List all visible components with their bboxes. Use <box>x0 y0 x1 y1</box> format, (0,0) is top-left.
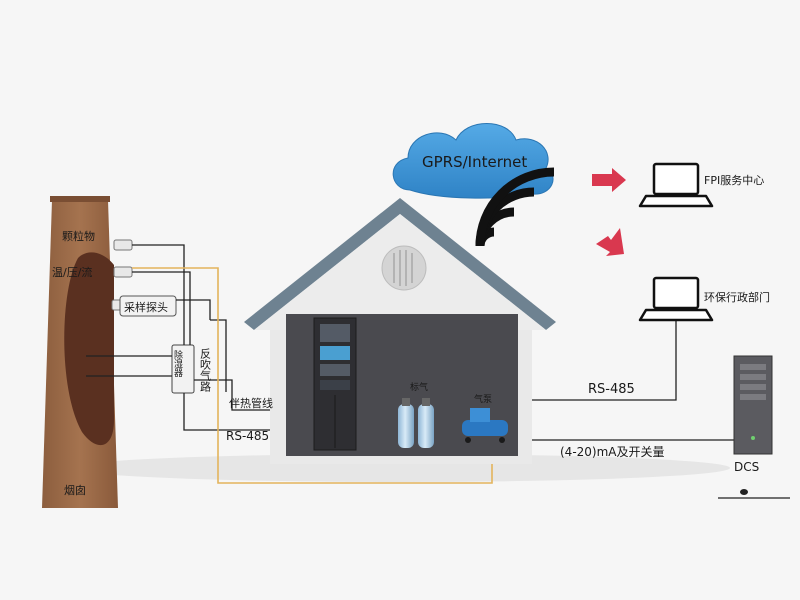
ground-shadow <box>70 454 730 482</box>
label-rs485-left: RS-485 <box>226 429 269 443</box>
label-chimney: 烟囱 <box>64 483 86 497</box>
label-rs485-right: RS-485 <box>588 382 635 397</box>
cabinet-panel-top <box>320 324 350 342</box>
cabinet-screen <box>320 346 350 360</box>
label-epa: 环保行政部门 <box>704 290 770 304</box>
label-pump: 气泵 <box>474 393 492 405</box>
label-backflush: 反吹气路 <box>199 348 212 393</box>
cylinder-valve-2 <box>422 398 430 406</box>
cabinet-panel-mid <box>320 364 350 376</box>
heated-line <box>132 267 493 484</box>
arrow-down-right-icon <box>596 228 624 256</box>
label-standard-gas: 标气 <box>410 381 428 393</box>
gas-cylinder-1 <box>398 404 414 448</box>
vent-fan <box>381 245 427 291</box>
label-heated-line: 伴热管线 <box>229 396 273 410</box>
label-analog-switch: (4-20)mA及开关量 <box>560 445 665 459</box>
gas-cylinder-2 <box>418 404 434 448</box>
air-pump <box>462 408 508 443</box>
cloud-label: GPRS/Internet <box>422 153 527 171</box>
analyzer-cabinet <box>313 317 357 451</box>
laptop-base <box>638 194 714 208</box>
laptop-screen <box>652 276 700 310</box>
gas-cylinders <box>398 398 434 448</box>
arrow-right-icon <box>592 168 626 192</box>
label-temp-pressure-flow: 温/压/流 <box>52 265 92 279</box>
vent-fan-grille <box>393 250 413 286</box>
dcs-drive-4 <box>740 394 766 400</box>
label-fpi-service: FPI服务中心 <box>704 174 764 187</box>
wireless-signal-icon <box>475 167 555 247</box>
cabinet-panel-low <box>320 380 350 390</box>
label-dcs: DCS <box>734 460 759 474</box>
particulate-sensor <box>113 239 133 251</box>
laptop-epa <box>638 276 714 322</box>
label-sampling-probe: 采样探头 <box>124 300 168 314</box>
label-particulate: 颗粒物 <box>62 229 95 243</box>
pump-motor <box>470 408 490 422</box>
sampling-probe-box <box>119 295 177 317</box>
dcs-drive-1 <box>740 364 766 370</box>
laptop-screen <box>652 162 700 196</box>
dcs-power-led <box>751 436 755 440</box>
dcs-server <box>733 355 773 455</box>
cylinder-valve-1 <box>402 398 410 406</box>
laptop-base <box>638 308 714 322</box>
signal-wires <box>86 244 735 441</box>
dcs-mouse <box>740 489 748 495</box>
filter-box <box>171 344 195 394</box>
chimney-cutaway <box>64 252 114 446</box>
chimney-rim <box>50 196 110 202</box>
arrows <box>592 168 626 256</box>
pump-tank <box>462 420 508 436</box>
dcs-drive-3 <box>740 384 766 390</box>
pump-wheel-2 <box>499 437 505 443</box>
laptop-fpi <box>638 162 714 208</box>
dcs-drive-2 <box>740 374 766 380</box>
chimney <box>42 196 118 508</box>
flow-sensor <box>113 266 133 278</box>
pump-wheel-1 <box>465 437 471 443</box>
label-filter: 除湿器 <box>172 349 183 377</box>
